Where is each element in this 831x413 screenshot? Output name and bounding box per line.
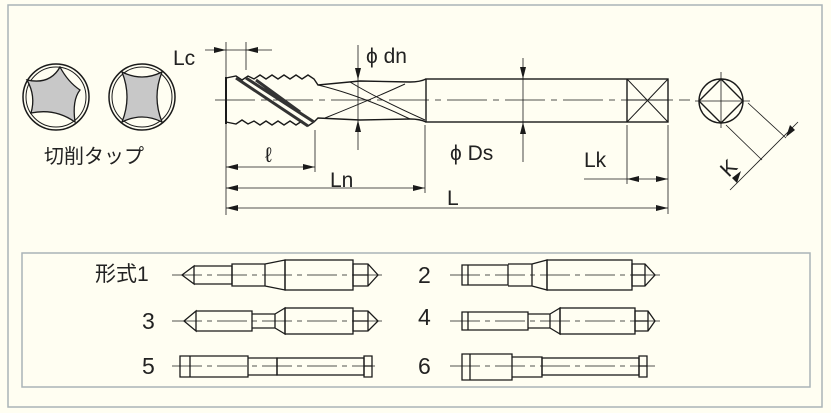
type-5-tap xyxy=(172,355,375,378)
type-4-label: 4 xyxy=(418,304,431,330)
type-3-tap xyxy=(172,306,382,336)
ds-label: ϕ Ds xyxy=(450,142,494,165)
type-6-tap xyxy=(450,353,655,381)
type-2-tap xyxy=(450,259,665,291)
arrowheads xyxy=(214,47,795,211)
ln-label: Ln xyxy=(330,169,354,192)
type-2-label: 2 xyxy=(418,262,431,288)
type-1-tap xyxy=(172,259,382,291)
lc-label: Lc xyxy=(173,47,196,70)
cutting-tap-label: 切削タップ xyxy=(44,146,144,168)
l-label: ℓ xyxy=(265,144,272,167)
lk-label: Lk xyxy=(584,149,607,172)
type-3-label: 3 xyxy=(142,308,155,334)
type-6-label: 6 xyxy=(418,353,431,379)
cross-section-3-flute xyxy=(22,63,90,131)
main-tap xyxy=(215,74,690,128)
type-5-label: 5 xyxy=(142,353,155,379)
total-length-label: L xyxy=(447,187,459,210)
dn-label: ϕ dn xyxy=(366,45,407,68)
dimension-lines xyxy=(205,42,669,215)
cross-section-4-flute xyxy=(108,63,176,131)
type-1-label: 形式1 xyxy=(95,263,149,286)
end-view xyxy=(695,72,799,191)
type-4-tap xyxy=(450,306,665,336)
outer-border xyxy=(7,4,823,408)
types-panel xyxy=(21,252,811,388)
